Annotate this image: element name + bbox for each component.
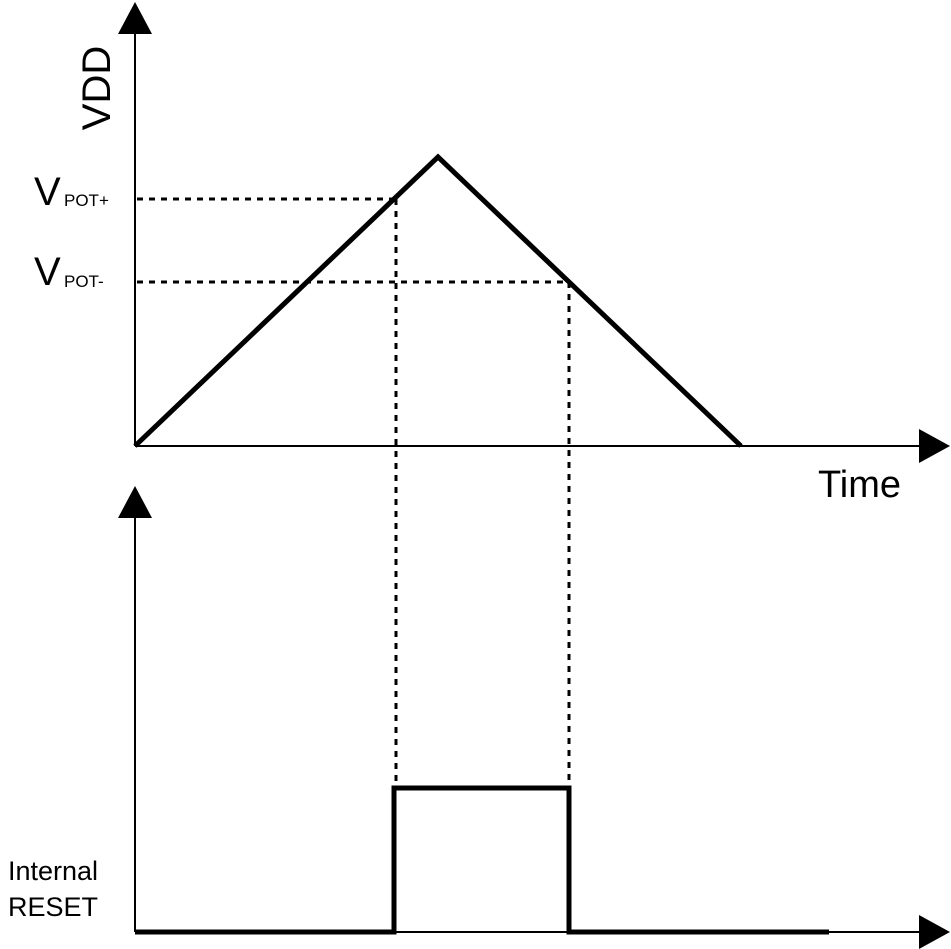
vpot-plus-main: V [34, 170, 61, 214]
vpot-minus-main: V [34, 250, 61, 294]
reset-x-axis-arrow-icon [919, 915, 950, 949]
reset-y-axis-arrow-icon [118, 486, 152, 518]
vdd-y-axis-arrow-icon [118, 2, 152, 34]
vdd-axis-label: VDD [75, 46, 119, 130]
internal-reset-label-line1: Internal [8, 856, 98, 886]
vdd-waveform [133, 153, 743, 448]
vpot-minus-label: V POT- [34, 250, 104, 294]
internal-reset-label-line2: RESET [8, 892, 98, 922]
vpot-plus-subscript: POT+ [64, 191, 109, 210]
vdd-plot: VDD Time V POT+ V POT- [34, 2, 950, 506]
vpot-plus-label: V POT+ [34, 170, 109, 214]
time-x-axis-arrow-icon [919, 429, 950, 463]
reset-plot: Internal RESET [8, 486, 950, 949]
vpot-minus-subscript: POT- [64, 272, 104, 291]
time-axis-label: Time [818, 464, 901, 506]
reset-waveform [135, 785, 829, 935]
